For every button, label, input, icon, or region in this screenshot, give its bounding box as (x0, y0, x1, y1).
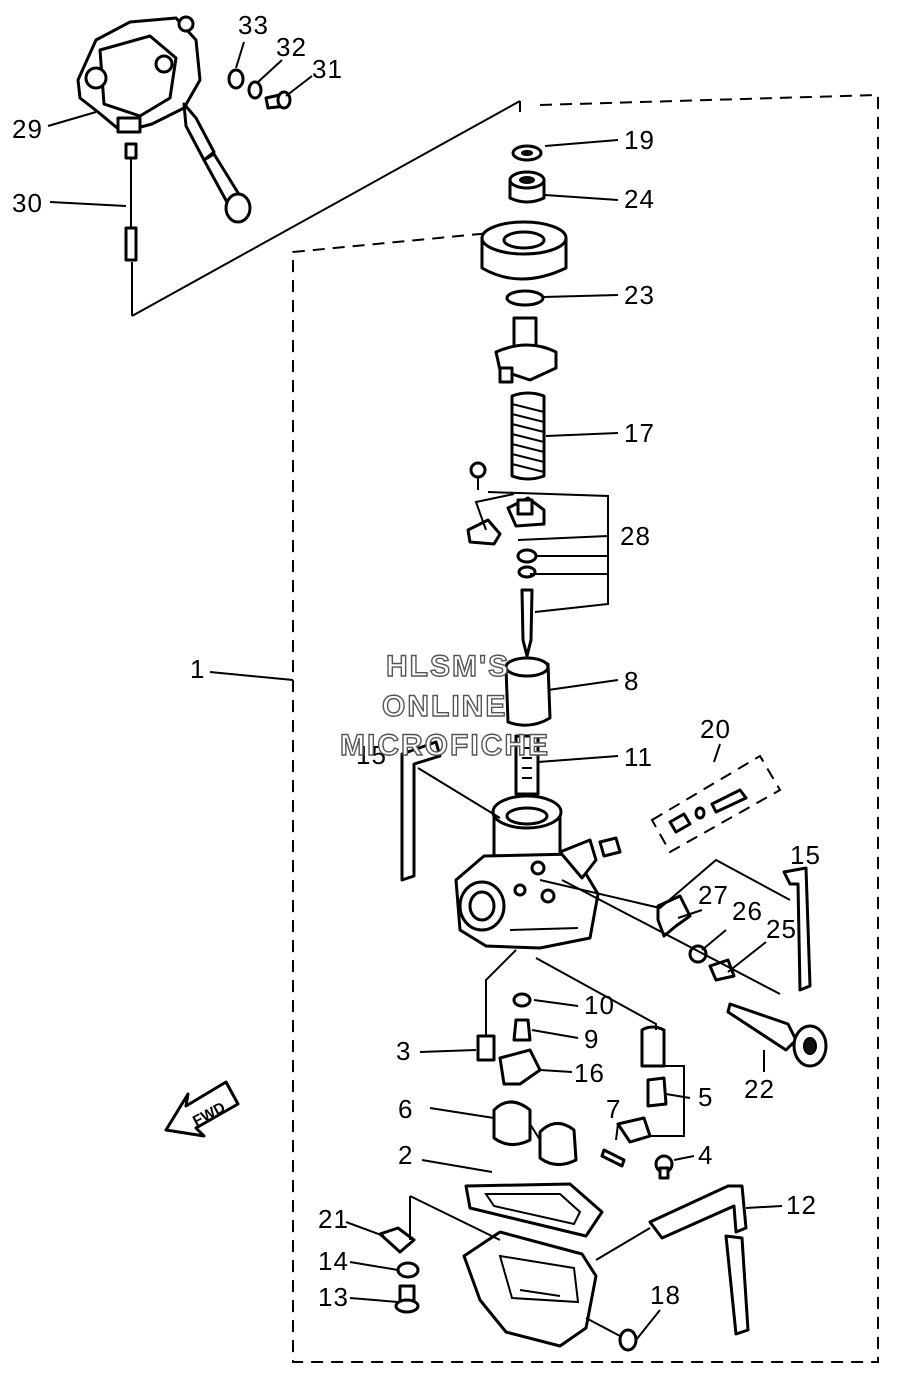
leader-lines (47, 41, 791, 1341)
callout-15-right: 15 (790, 840, 821, 870)
callout-17: 17 (624, 418, 655, 448)
throttle-pump-assembly (76, 15, 252, 224)
callout-10: 10 (584, 990, 615, 1020)
callout-25: 25 (766, 914, 797, 944)
callout-31: 31 (312, 54, 343, 84)
callout-4: 4 (698, 1140, 713, 1170)
float (492, 1100, 578, 1166)
callout-16: 16 (574, 1058, 605, 1088)
callout-3: 3 (396, 1036, 411, 1066)
bowl-screws (378, 1226, 638, 1352)
callout-8: 8 (624, 666, 639, 696)
drain-hose (648, 1184, 750, 1336)
vent-hose-right (782, 866, 812, 992)
throttle-valve (504, 656, 552, 727)
callout-26: 26 (732, 896, 763, 926)
callout-24: 24 (624, 184, 655, 214)
callout-27: 27 (698, 880, 729, 910)
callout-9: 9 (584, 1024, 599, 1054)
callout-13: 13 (318, 1282, 349, 1312)
callout-32: 32 (276, 32, 307, 62)
watermark-line-3: MICROFICHE (340, 729, 550, 762)
callout-29: 29 (12, 114, 43, 144)
float-bowl (462, 1230, 598, 1348)
callout-15-left: 15 (356, 740, 387, 770)
jet-needle-set (466, 461, 546, 658)
callout-20: 20 (700, 714, 731, 744)
vent-hose-left (400, 740, 442, 882)
assembly-boundary (131, 93, 879, 1363)
callout-1: 1 (190, 654, 205, 684)
callout-7: 7 (606, 1094, 621, 1124)
callout-28: 28 (620, 521, 651, 551)
callout-19: 19 (624, 125, 655, 155)
callout-30: 30 (12, 188, 43, 218)
callout-18: 18 (650, 1280, 681, 1310)
callout-21: 21 (318, 1204, 349, 1234)
forward-direction-arrow: FWD (164, 1080, 240, 1138)
main-jet-parts (476, 992, 542, 1086)
watermark-line-1: HLSM'S (386, 650, 510, 683)
callout-5: 5 (698, 1082, 713, 1112)
top-cap-stack (480, 144, 568, 384)
small-screw-set (227, 68, 292, 110)
float-valve-parts (600, 1025, 674, 1180)
throttle-spring (510, 391, 546, 481)
callout-6: 6 (398, 1094, 413, 1124)
carburetor-body (454, 794, 600, 950)
watermark: HLSM'S ONLINE MICROFICHE (339, 649, 550, 762)
callout-12: 12 (786, 1190, 817, 1220)
throttle-cable (124, 142, 138, 262)
callout-numbers: 19 24 23 17 28 8 11 1 15 20 15 27 26 25 … (12, 10, 821, 1312)
pilot-screw-set (598, 754, 782, 858)
callout-2: 2 (398, 1140, 413, 1170)
callout-23: 23 (624, 280, 655, 310)
callout-11: 11 (624, 742, 653, 772)
callout-14: 14 (318, 1246, 349, 1276)
float-chamber-gasket (464, 1182, 604, 1238)
callout-33: 33 (238, 10, 269, 40)
needle-jet (514, 734, 540, 796)
callout-22: 22 (744, 1074, 775, 1104)
watermark-line-2: ONLINE (382, 690, 507, 723)
idle-adjust-screw (726, 1002, 828, 1068)
